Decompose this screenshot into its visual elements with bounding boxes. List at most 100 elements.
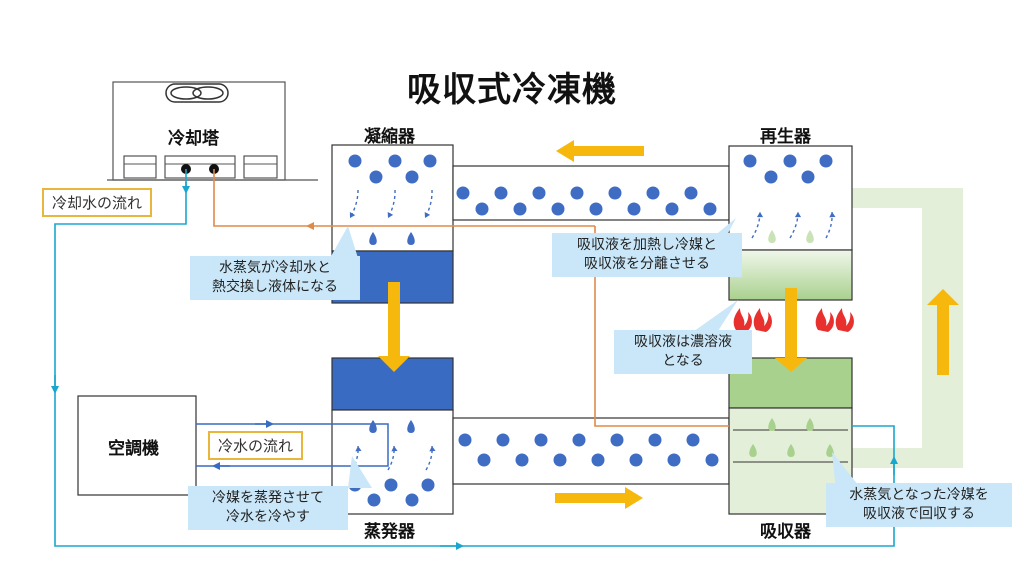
vapor-duct-bottom <box>452 417 730 485</box>
regenerator-callout: 吸収液を加熱し冷媒と 吸収液を分離させる <box>552 233 742 277</box>
vapor-dot <box>591 453 605 467</box>
condenser-label: 凝縮器 <box>364 127 415 147</box>
vapor-dot <box>348 154 362 168</box>
vapor-dot <box>532 186 546 200</box>
callout-line: 水蒸気が冷却水と <box>219 260 331 276</box>
air-conditioner-box <box>77 395 197 496</box>
vapor-dot <box>405 493 419 507</box>
vapor-arrow-head <box>756 212 764 218</box>
droplet <box>768 418 776 431</box>
regenerator-label: 再生器 <box>760 127 811 147</box>
absorber-label: 吸収器 <box>760 522 811 542</box>
vapor-dot <box>572 433 586 447</box>
droplet <box>407 232 415 245</box>
droplet <box>787 444 795 457</box>
vapor-arrow-head <box>355 446 362 452</box>
callout-line: 吸収液は濃溶液 <box>634 334 732 350</box>
droplet <box>826 444 834 457</box>
vapor-dot <box>421 478 435 492</box>
flow-arrow-icon <box>378 140 959 509</box>
vapor-dot <box>665 202 679 216</box>
callout-line: となる <box>662 353 704 369</box>
callout-line: 吸収液を加熱し冷媒と <box>577 237 717 253</box>
vapor-dot <box>494 186 508 200</box>
droplet <box>369 232 377 245</box>
vapor-arrow-head <box>349 212 356 218</box>
vapor-dot <box>819 154 833 168</box>
vapor-arrow-head <box>829 212 836 218</box>
vapor-dot <box>534 433 548 447</box>
chilled-water-line <box>196 420 389 470</box>
condenser-callout: 水蒸気が冷却水と 熱交換し液体になる <box>190 256 360 300</box>
droplet <box>407 420 415 433</box>
droplet <box>768 230 776 243</box>
vapor-dot <box>367 493 381 507</box>
droplet <box>806 418 814 431</box>
vapor-dot <box>570 186 584 200</box>
cooling-water-return-line <box>51 169 898 550</box>
vapor-dots <box>348 154 833 507</box>
flame-icon <box>733 308 854 332</box>
evaporator-callout: 冷媒を蒸発させて 冷水を冷やす <box>188 486 348 530</box>
chilled-water-flow-label: 冷水の流れ <box>208 431 304 460</box>
vapor-dot <box>553 453 567 467</box>
vapor-dot <box>610 433 624 447</box>
vapor-dot <box>764 170 778 184</box>
concentrated-callout: 吸収液は濃溶液 となる <box>614 330 752 374</box>
regenerator <box>728 145 853 301</box>
vapor-dot <box>686 433 700 447</box>
vapor-arrow <box>425 445 433 471</box>
evaporator-label: 蒸発器 <box>364 522 415 542</box>
vapor-dot <box>667 453 681 467</box>
callout-line: 吸収液を分離させる <box>584 256 710 272</box>
vapor-dot <box>589 202 603 216</box>
vapor-dot <box>384 478 398 492</box>
vapor-dot <box>648 433 662 447</box>
callout-line: 冷媒を蒸発させて <box>212 490 324 506</box>
fan-icon <box>165 83 229 103</box>
cooling-tower-label: 冷却塔 <box>168 129 219 149</box>
vapor-arrow-head <box>391 446 398 452</box>
callout-line: 熱交換し液体になる <box>212 279 338 295</box>
page-title: 吸収式冷凍機 <box>407 70 617 110</box>
vapor-dot <box>423 154 437 168</box>
vapor-dot <box>646 186 660 200</box>
vapor-dot <box>627 202 641 216</box>
vapor-arrow-head <box>424 212 431 218</box>
absorber <box>728 357 853 515</box>
vapor-dot <box>513 202 527 216</box>
vapor-dot <box>405 170 419 184</box>
vapor-dot <box>801 170 815 184</box>
cooling-water-flow-label: 冷却水の流れ <box>42 188 153 217</box>
vapor-dot <box>496 433 510 447</box>
vapor-arrow-head <box>429 446 436 452</box>
droplet <box>806 230 814 243</box>
callout-line: 吸収液で回収する <box>863 506 975 522</box>
vapor-dot <box>629 453 643 467</box>
vapor-dot <box>475 202 489 216</box>
vapor-dot <box>388 154 402 168</box>
vapor-dot <box>743 154 757 168</box>
cooling-water-line <box>213 169 729 427</box>
droplet <box>749 444 757 457</box>
droplet-icon <box>369 230 834 457</box>
vapor-dot <box>369 170 383 184</box>
cooling-tower <box>107 81 318 181</box>
vapor-arrow-head <box>387 212 394 218</box>
vapor-dot <box>551 202 565 216</box>
vapor-arrow-head <box>794 212 802 218</box>
absorber-callout: 水蒸気となった冷媒を 吸収液で回収する <box>826 483 1012 527</box>
vapor-dot <box>608 186 622 200</box>
vapor-dot <box>458 433 472 447</box>
vapor-dot <box>703 202 717 216</box>
vapor-dot <box>705 453 719 467</box>
vapor-dot <box>783 154 797 168</box>
callout-line: 水蒸気となった冷媒を <box>849 487 989 503</box>
air-conditioner-label: 空調機 <box>108 439 159 459</box>
callout-line: 冷水を冷やす <box>226 509 310 525</box>
vapor-dot <box>456 186 470 200</box>
vapor-dot <box>515 453 529 467</box>
droplet <box>369 420 377 433</box>
